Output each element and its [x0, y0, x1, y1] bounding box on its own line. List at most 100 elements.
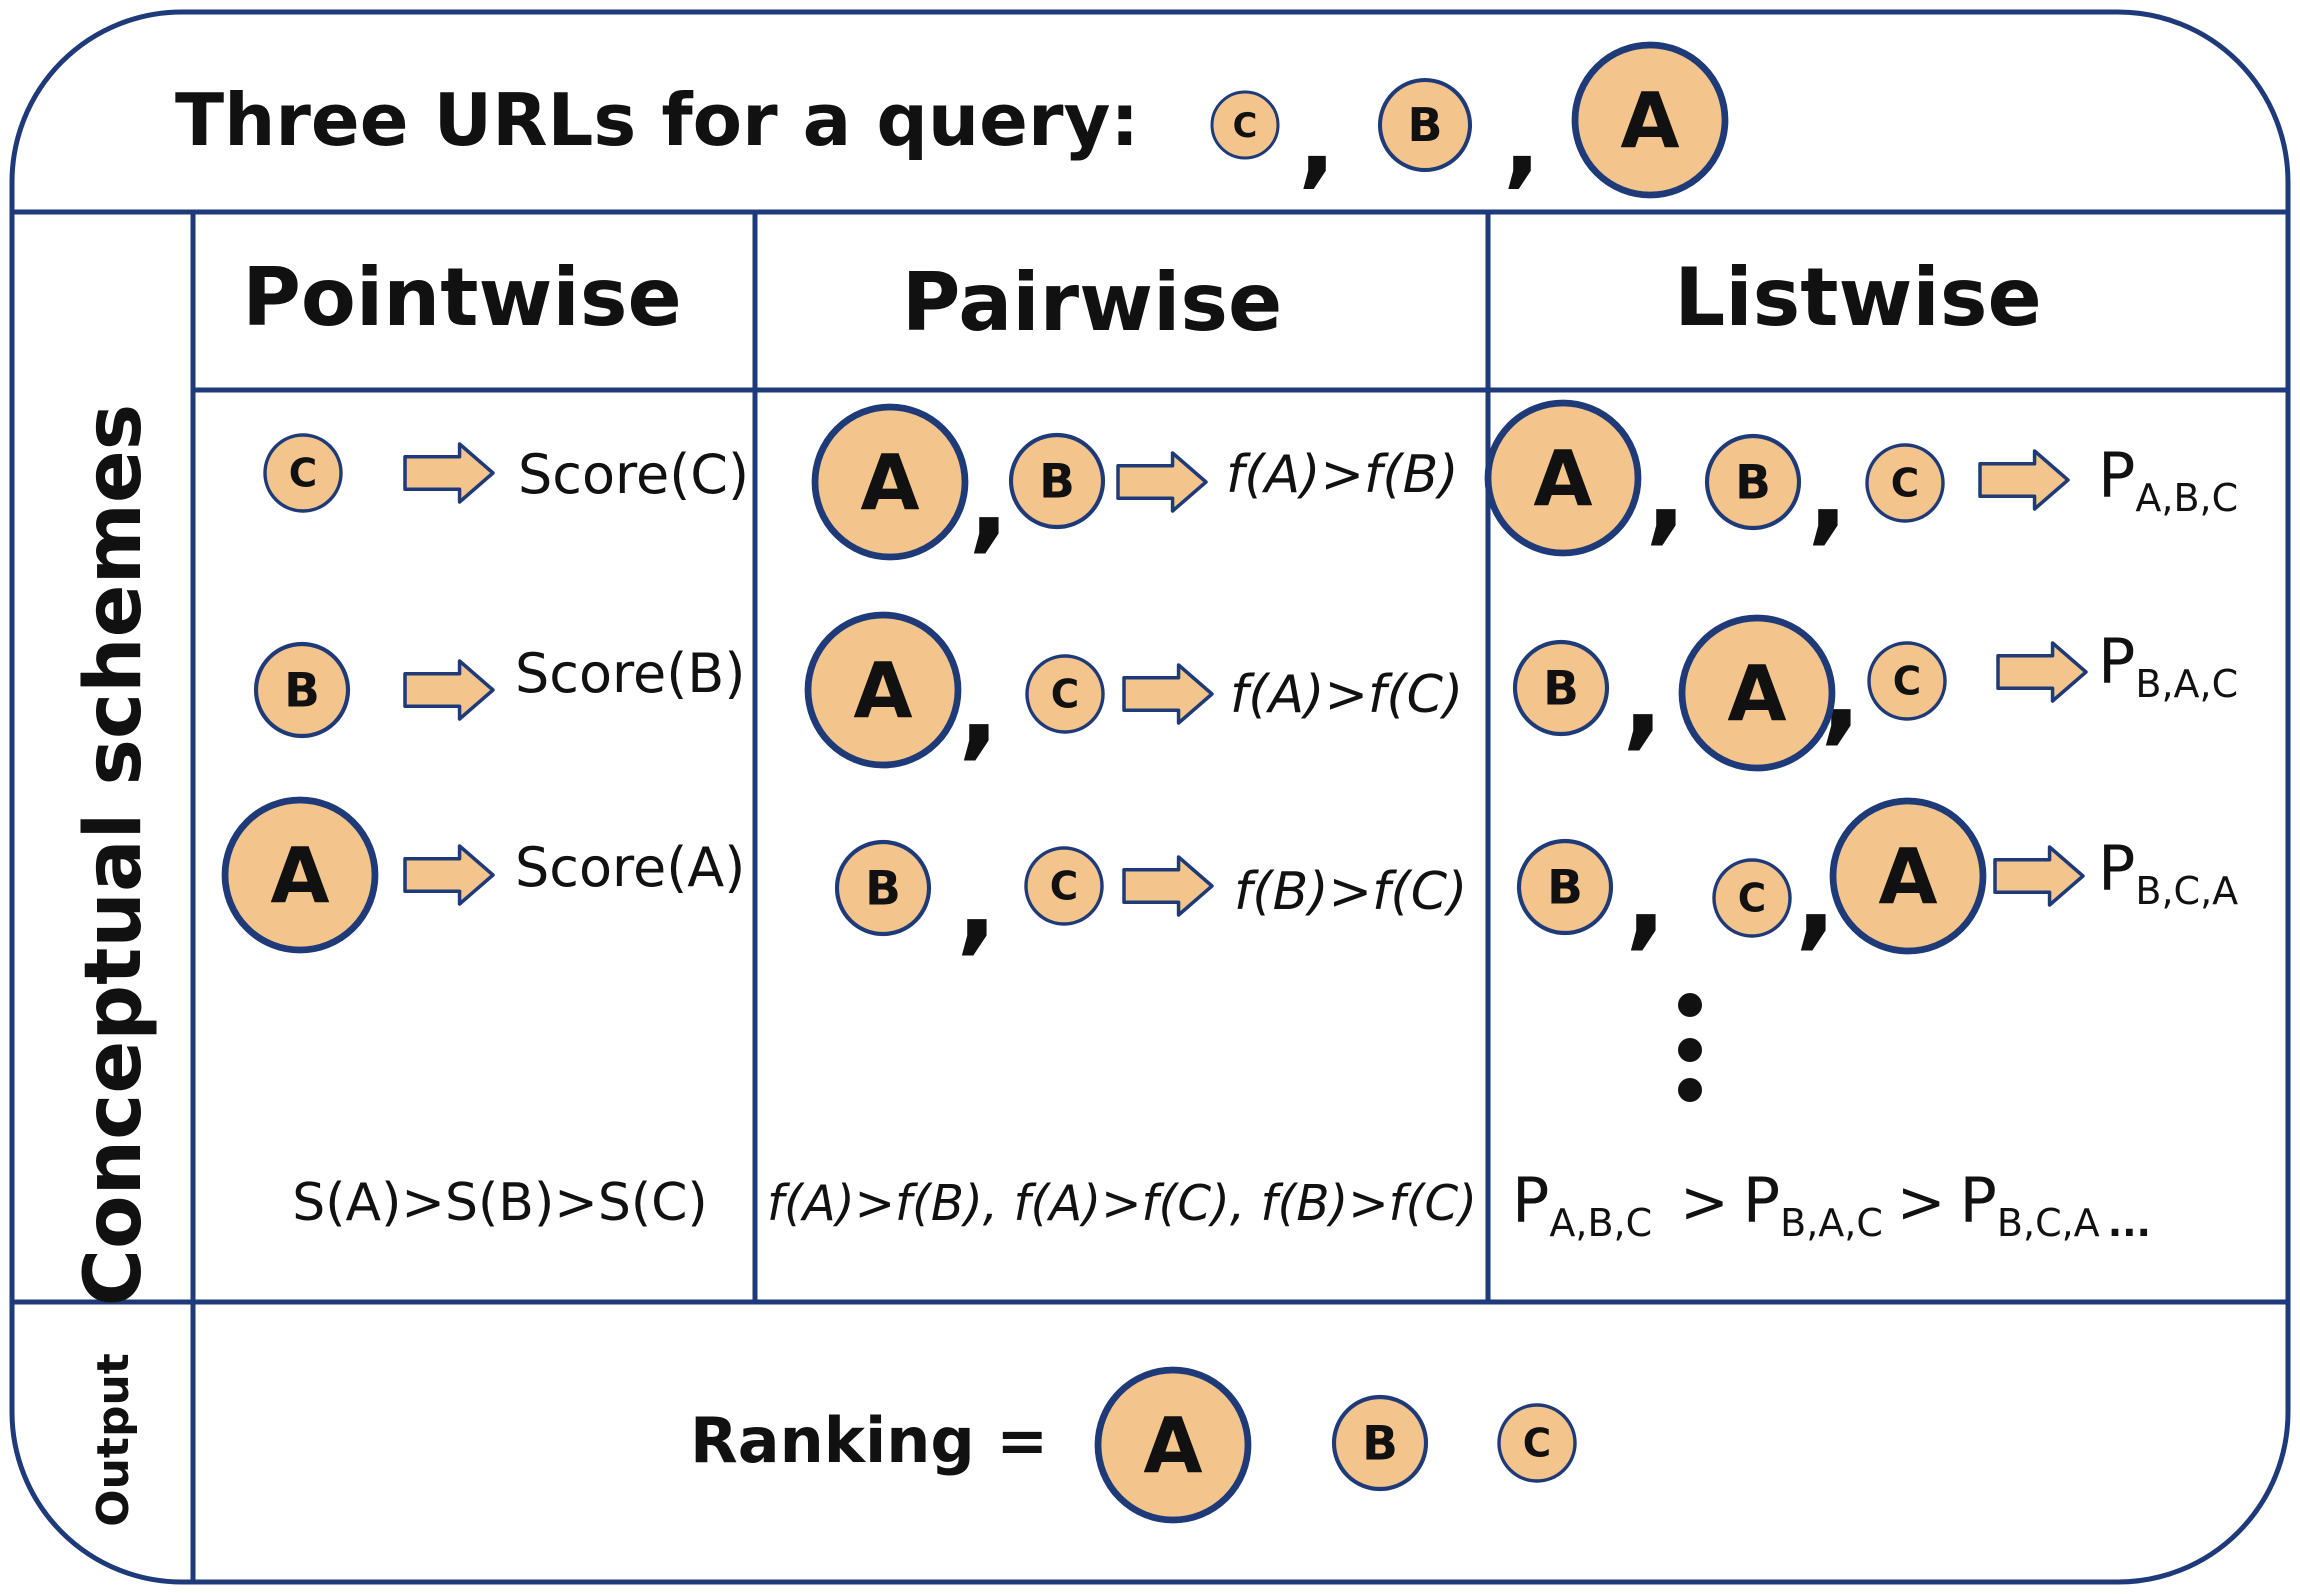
url-letter: B [1543, 662, 1579, 717]
listwise-summary: PA,B,C>PB,A,C>PB,C,A... [1512, 1164, 2151, 1245]
url-letter: C [1738, 877, 1766, 922]
url-letter: A [1878, 833, 1937, 922]
url-circle: C [1865, 443, 1945, 523]
pairwise-result: f(A)>f(B) [1226, 445, 1459, 505]
right-arrow-icon [1116, 451, 1208, 513]
url-circle: B [834, 839, 932, 937]
url-letter: A [1143, 1402, 1202, 1491]
url-circle: B [253, 641, 351, 739]
url-letter: B [284, 664, 320, 719]
url-circle: C [1025, 654, 1105, 734]
url-circle: A [1678, 614, 1836, 772]
pairwise-summary: f(A)>f(B), f(A)>f(C), f(B)>f(C) [767, 1175, 1477, 1232]
url-letter: A [270, 832, 329, 921]
comma-separator: , [1795, 833, 1837, 961]
url-circle: B [1008, 432, 1106, 530]
url-circle: B [1512, 639, 1610, 737]
side-label-conceptual-schemes: Conceptual schemes [69, 404, 159, 1306]
url-letter: C [1891, 462, 1919, 507]
url-circle: C [1712, 858, 1792, 938]
column-header-pairwise: Pairwise [902, 256, 1283, 349]
vertical-ellipsis [1678, 993, 1702, 1102]
pairwise-result: f(A)>f(C) [1230, 665, 1463, 725]
comma-separator: , [968, 436, 1010, 564]
comma-separator: , [1503, 82, 1541, 199]
url-circle: B [1377, 77, 1473, 173]
right-arrow-icon [403, 844, 495, 906]
url-circle: C [1867, 641, 1947, 721]
prob-subscript: A,B,C [2135, 476, 2238, 520]
summary-gt: > [1680, 1168, 1729, 1236]
url-circle: C [263, 433, 343, 513]
url-circle: A [1484, 399, 1642, 557]
summary-ellipsis: ... [2108, 1201, 2151, 1245]
comma-separator: , [958, 643, 1000, 771]
url-letter: C [1233, 106, 1258, 145]
summary-subscript: A,B,C [1549, 1201, 1652, 1245]
listwise-prob: PA,B,C [2098, 439, 2238, 520]
comma-layer: ,,,,,,,,,,, [956, 82, 1862, 966]
url-letter: B [1408, 98, 1443, 152]
comma-separator: , [1625, 833, 1667, 961]
url-circle: A [1571, 41, 1729, 199]
summary-prob: P [1743, 1164, 1780, 1237]
comma-separator: , [1298, 82, 1336, 199]
comma-separator: , [1807, 428, 1849, 556]
url-letter: B [1039, 455, 1075, 510]
url-letter: B [1547, 861, 1583, 916]
comma-separator: , [1645, 428, 1687, 556]
summary-subscript: B,A,C [1780, 1201, 1883, 1245]
summary-subscript: B,C,A [1997, 1201, 2100, 1245]
url-letter: C [1051, 673, 1079, 718]
column-header-pointwise: Pointwise [242, 251, 681, 344]
pointwise-result: Score(A) [515, 836, 745, 899]
prob-subscript: B,A,C [2135, 662, 2238, 706]
url-letter: A [853, 647, 912, 736]
url-letter: C [1050, 865, 1078, 910]
pointwise-summary: S(A)>S(B)>S(C) [292, 1173, 707, 1233]
right-arrow-icon [403, 659, 495, 721]
url-letter: B [865, 862, 901, 917]
url-circle: C [1210, 90, 1280, 160]
header-title: Three URLs for a query: [175, 78, 1139, 162]
arrow-layer [403, 442, 2088, 917]
url-letter: A [1620, 77, 1679, 166]
url-circle: C [1024, 846, 1104, 926]
prob-symbol: P [2098, 625, 2135, 698]
prob-subscript: B,C,A [2135, 869, 2238, 913]
url-circle: A [811, 403, 969, 561]
pointwise-result: Score(B) [515, 642, 745, 705]
ranking-label: Ranking = [690, 1404, 1048, 1477]
comma-separator: , [956, 838, 998, 966]
right-arrow-icon [403, 442, 495, 504]
url-letter: C [289, 452, 317, 497]
url-circle: A [1829, 797, 1987, 955]
url-letter: C [1523, 1422, 1551, 1467]
ranking-circle: B [1331, 1394, 1429, 1492]
listwise-prob: PB,C,A [2098, 832, 2238, 913]
listwise-prob: PB,A,C [2098, 625, 2238, 706]
right-arrow-icon [1122, 663, 1214, 725]
url-letter: B [1735, 456, 1771, 511]
right-arrow-icon [1978, 449, 2070, 511]
prob-symbol: P [2098, 832, 2135, 905]
column-header-listwise: Listwise [1674, 251, 2041, 344]
summary-prob: P [1512, 1164, 1549, 1237]
comma-separator: , [1622, 633, 1664, 761]
diagram-frame [9, 9, 2291, 1585]
url-circle: A [221, 796, 379, 954]
ranking-circle: C [1497, 1403, 1577, 1483]
url-circle: B [1516, 838, 1614, 936]
pointwise-result: Score(C) [518, 443, 749, 506]
summary-prob: P [1960, 1164, 1997, 1237]
pairwise-result: f(B)>f(C) [1234, 862, 1467, 922]
url-circle: B [1704, 433, 1802, 531]
ranking-circle: A [1094, 1366, 1252, 1524]
side-label-output: Output [88, 1353, 139, 1527]
url-letter: A [1727, 650, 1786, 739]
url-letter: B [1362, 1417, 1398, 1472]
url-circle: A [804, 611, 962, 769]
prob-symbol: P [2098, 439, 2135, 512]
